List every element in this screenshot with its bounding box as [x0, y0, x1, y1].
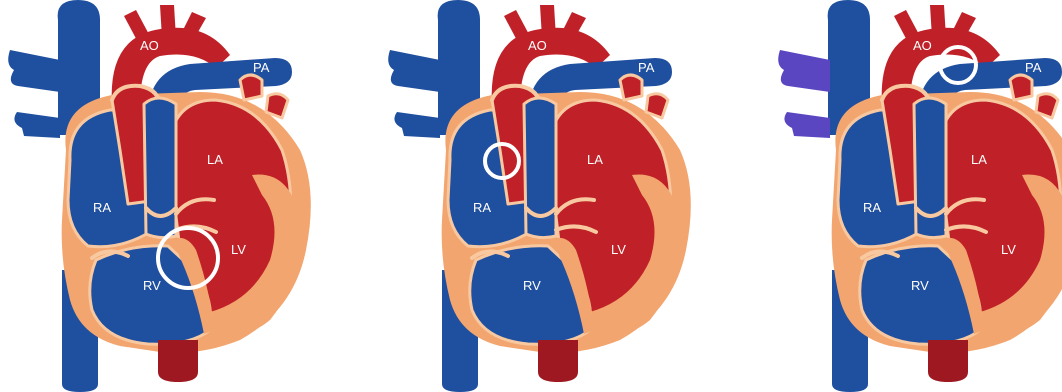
heart-panel-1: AO PA LA RA LV RV — [8, 0, 311, 392]
label-la-3: LA — [971, 152, 987, 167]
heart-part-ao-dark — [928, 340, 968, 382]
label-lv-1: LV — [231, 242, 246, 257]
heart-part-vein-side — [8, 50, 60, 92]
label-pa-2: PA — [638, 60, 655, 75]
heart-part-red — [240, 75, 262, 100]
label-ao-1: AO — [140, 38, 159, 53]
heart-part-vein-side — [388, 50, 440, 92]
label-pa-3: PA — [1025, 60, 1042, 75]
heart-part-red — [266, 94, 288, 118]
label-ra-2: RA — [473, 200, 491, 215]
heart-part-vein-side — [784, 112, 830, 138]
label-pa-1: PA — [253, 60, 270, 75]
heart-part-vein-side — [394, 112, 440, 138]
heart-part-ao — [160, 5, 176, 38]
heart-part-red — [1036, 94, 1058, 118]
heart-illustration-3 — [778, 0, 1062, 392]
heart-part-ao-dark — [538, 340, 578, 382]
label-ra-3: RA — [863, 200, 881, 215]
heart-part-red — [620, 75, 642, 100]
label-la-2: LA — [587, 152, 603, 167]
label-rv-2: RV — [523, 278, 541, 293]
label-lv-3: LV — [1001, 242, 1016, 257]
heart-illustration-1 — [8, 0, 311, 392]
heart-part-red — [646, 94, 668, 118]
heart-part-ao-dark — [158, 340, 198, 382]
label-la-1: LA — [207, 152, 223, 167]
label-ao-3: AO — [913, 38, 932, 53]
heart-part-vein-side — [778, 50, 830, 92]
heart-part-ao — [540, 5, 556, 38]
heart-part-vein-side — [14, 112, 60, 138]
label-ao-2: AO — [528, 38, 547, 53]
label-rv-3: RV — [911, 278, 929, 293]
heart-panel-2: AO PA LA RA LV RV — [388, 0, 691, 392]
heart-illustration-2 — [388, 0, 691, 392]
heart-part-red — [1010, 75, 1032, 100]
label-rv-1: RV — [143, 278, 161, 293]
heart-part-ao — [930, 5, 946, 38]
label-ra-1: RA — [93, 200, 111, 215]
heart-panel-3: AO PA LA RA LV RV — [778, 0, 1062, 392]
label-lv-2: LV — [611, 242, 626, 257]
